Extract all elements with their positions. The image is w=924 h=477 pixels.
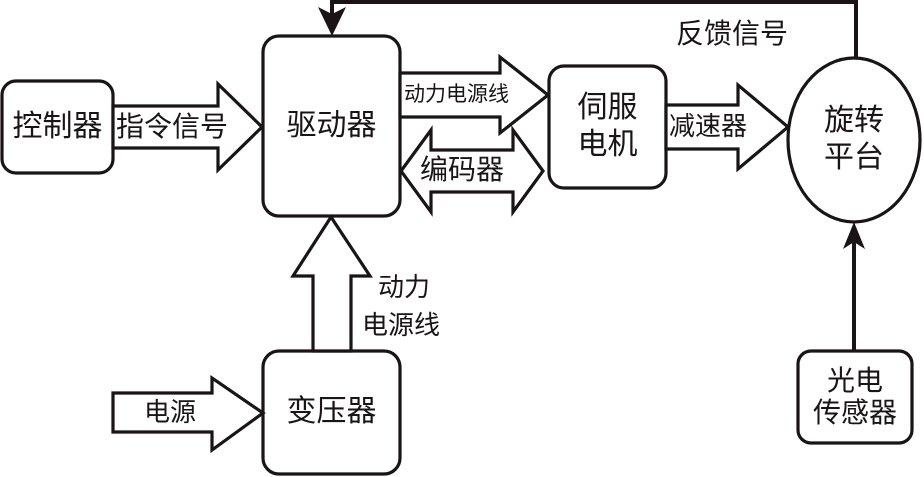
rotary-platform-label-line1: 旋转 [824, 103, 884, 139]
sensor-arrowhead-icon [843, 222, 865, 249]
servo-motor-label-line2: 电机 [577, 127, 638, 162]
rotary-platform-label-line2: 平台 [824, 140, 884, 175]
feedback-signal-line [330, 0, 858, 58]
reducer-arrow [664, 81, 791, 173]
mains-power-arrow [111, 374, 266, 454]
mains-power-label: 电源 [144, 398, 197, 428]
power-line-to-driver-label-line1: 动力 [378, 273, 431, 303]
servo-motor-label: 伺服 电机 [549, 66, 666, 188]
power-line-to-motor-label: 动力电源线 [404, 82, 509, 106]
encoder-double-arrow [399, 125, 545, 217]
power-line-to-driver-arrow [290, 214, 373, 353]
command-signal-arrow [111, 80, 265, 174]
transformer-label: 变压器 [286, 394, 377, 430]
power-line-to-motor-arrow [398, 53, 551, 137]
feedback-arrowhead-icon [318, 7, 346, 36]
controller-label: 控制器 [12, 108, 103, 144]
reducer-label: 减速器 [669, 112, 748, 142]
power-line-to-driver-label-line2: 电源线 [362, 311, 441, 341]
command-signal-label: 指令信号 [116, 110, 229, 143]
feedback-signal-label: 反馈信号 [676, 17, 789, 50]
servo-motor-label-line1: 伺服 [577, 90, 638, 126]
photo-sensor-label: 光电 传感器 [798, 351, 912, 443]
rotary-platform-label: 旋转 平台 [788, 58, 920, 222]
driver-label: 驱动器 [286, 107, 377, 143]
encoder-label: 编码器 [420, 153, 505, 186]
photo-sensor-label-line2: 传感器 [812, 396, 897, 429]
photo-sensor-label-line1: 光电 [826, 363, 883, 397]
